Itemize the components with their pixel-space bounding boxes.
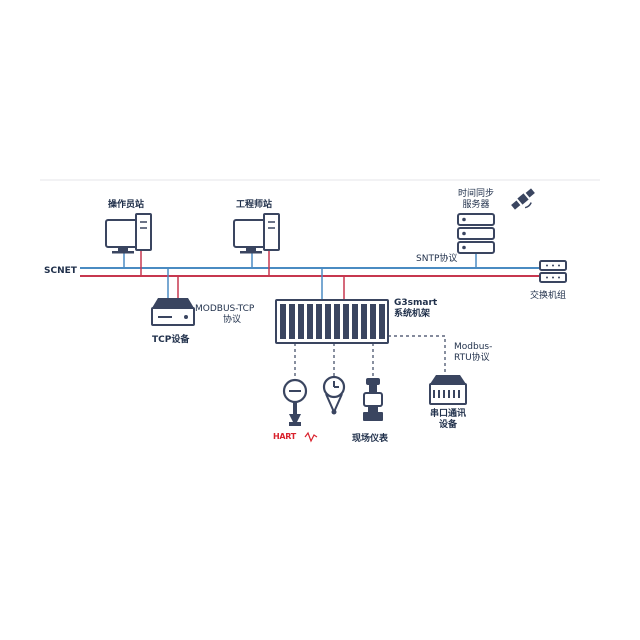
pressure-gauge-icon [322,375,346,415]
engineer-station-monitor-icon [233,213,280,254]
serial-device-label-line2: 设备 [438,420,457,430]
rack-label-line1: G3smart [394,298,438,308]
modbus-tcp-label: MODBUS-TCP 协议 [195,304,254,326]
satellite-icon [511,188,535,210]
field-instruments-label: 现场仪表 [352,434,389,444]
sntp-label: SNTP协议 [416,254,458,264]
rack-label: G3smart 系统机架 [394,298,437,320]
valve-icon [363,378,383,421]
modbus-rtu-label-line1: Modbus- [454,342,493,352]
operator-station-monitor-icon [105,213,152,254]
tcp-device-icon [151,298,195,326]
operator-station-label: 操作员站 [108,200,145,210]
time-server-label-line1: 时间同步 [457,189,494,199]
modbus-rtu-label-line2: RTU协议 [454,353,490,363]
rack-label-line2: 系统机架 [394,309,431,319]
time-server-label-line2: 服务器 [462,200,490,210]
time-server-label: 时间同步 服务器 [450,189,502,211]
rack-icon [275,299,389,344]
switch-group-label: 交换机组 [530,291,567,301]
switch-icon [539,260,567,283]
bus-label: SCNET [44,266,77,276]
gauge-icon [282,378,308,426]
engineer-station-label: 工程师站 [236,200,273,210]
serial-device-label: 串口通讯 设备 [420,409,476,431]
hart-logo: HART [273,432,296,441]
serial-device-icon [429,375,467,405]
serial-device-label-line1: 串口通讯 [429,409,466,419]
time-server-icon [457,213,495,254]
modbus-tcp-label-line1: MODBUS-TCP [195,304,255,314]
modbus-tcp-label-line2: 协议 [223,315,242,325]
modbus-rtu-label: Modbus- RTU协议 [454,342,492,364]
hart-logo-wave [304,431,318,443]
tcp-device-label: TCP设备 [152,335,190,345]
